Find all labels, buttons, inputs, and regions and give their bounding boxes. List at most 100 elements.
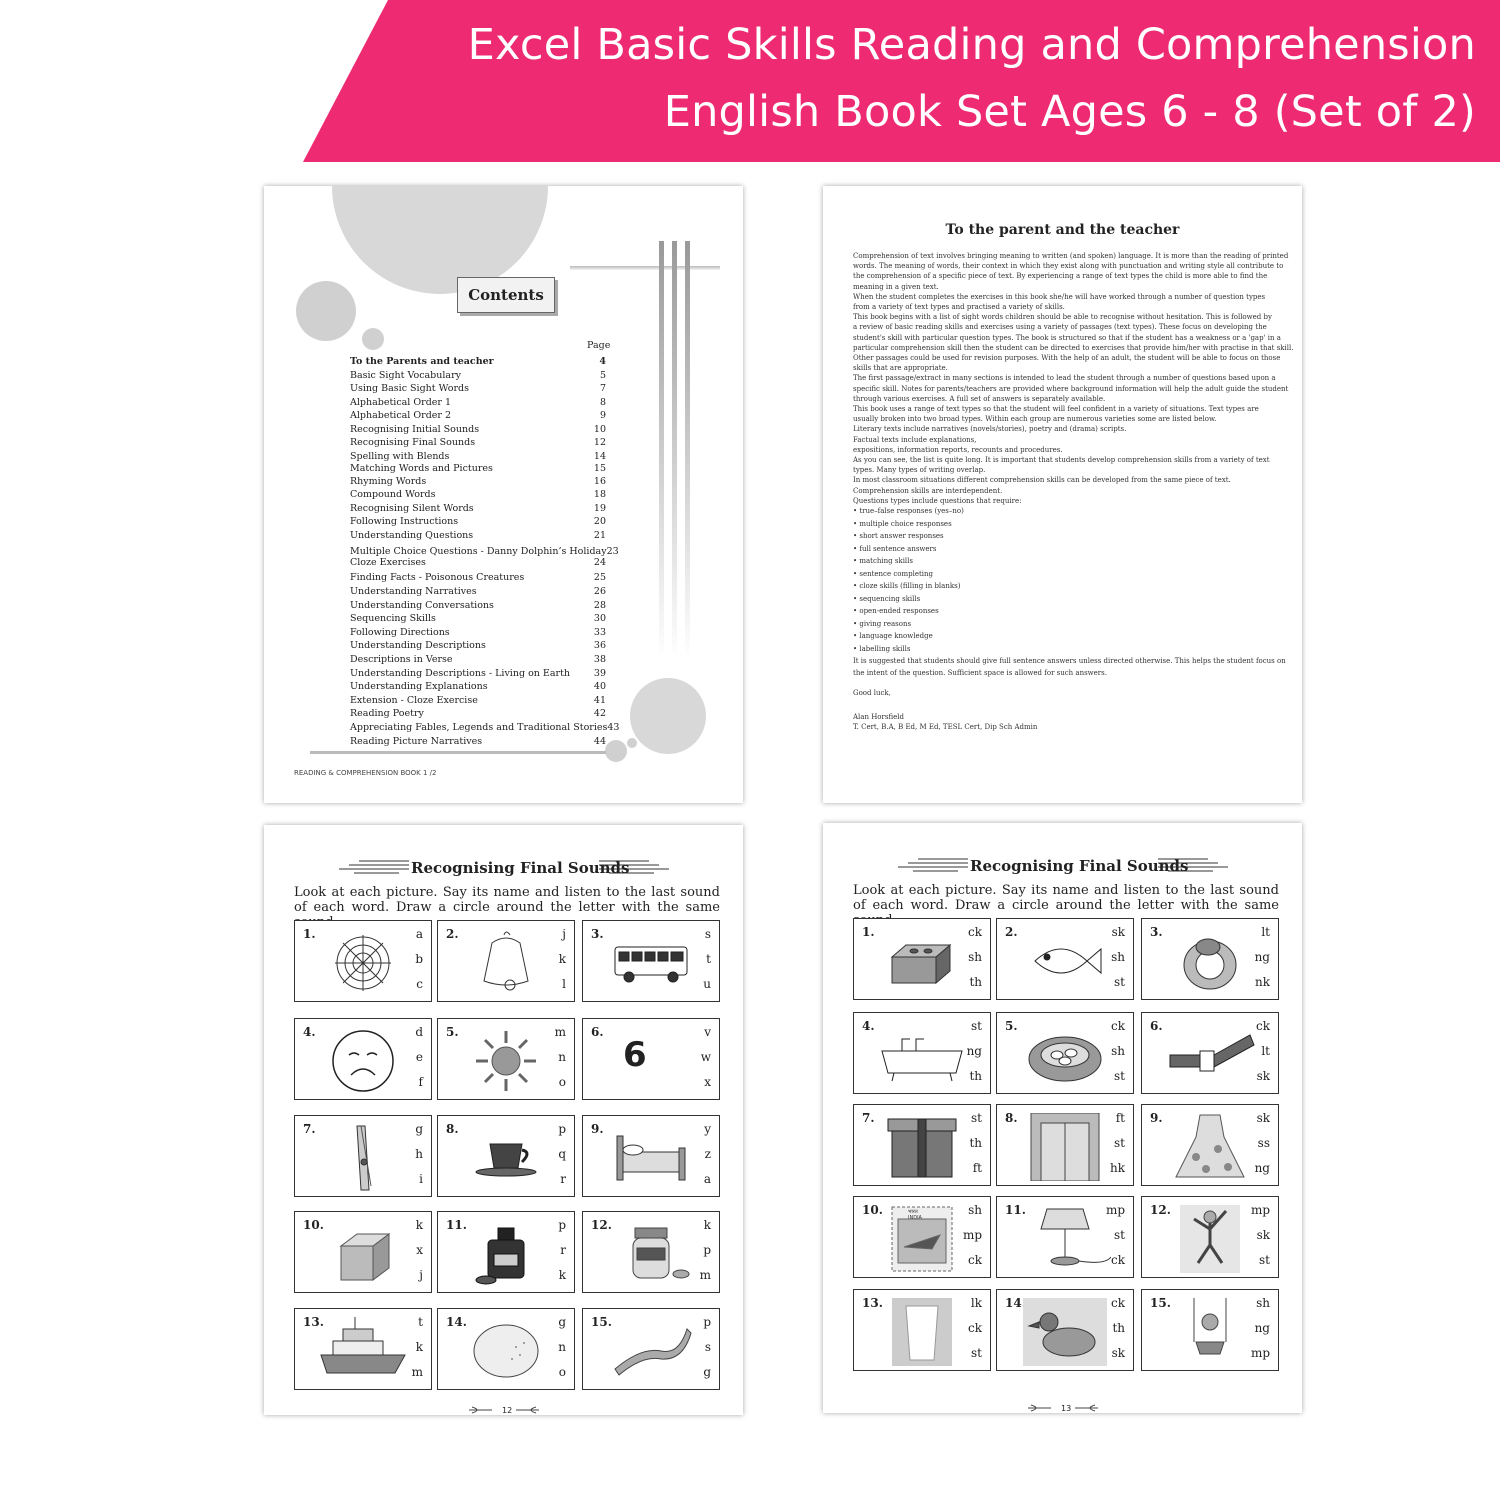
answer-option[interactable]: mp <box>1250 1203 1270 1217</box>
answer-option[interactable]: s <box>704 927 711 941</box>
answer-option[interactable]: r <box>560 1172 566 1186</box>
answer-option[interactable]: o <box>558 1365 566 1379</box>
answer-option[interactable]: ck <box>968 1321 982 1335</box>
answer-option[interactable]: n <box>558 1340 566 1354</box>
answer-option[interactable]: b <box>415 952 423 966</box>
answer-option[interactable]: t <box>706 952 711 966</box>
answer-option[interactable]: m <box>699 1268 711 1282</box>
contents-entry-title: Following Instructions <box>350 516 459 527</box>
worksheet-title: Recognising Final Sounds <box>411 859 630 877</box>
answer-option[interactable]: ck <box>1111 1296 1125 1310</box>
answer-option[interactable]: sh <box>1111 950 1125 964</box>
answer-option[interactable]: e <box>415 1050 423 1064</box>
answer-option[interactable]: st <box>971 1111 982 1125</box>
answer-option[interactable]: mp <box>1105 1203 1125 1217</box>
answer-option[interactable]: nk <box>1255 975 1270 989</box>
answer-option[interactable]: g <box>703 1365 711 1379</box>
answer-option[interactable]: ng <box>1254 1161 1270 1175</box>
answer-option[interactable]: th <box>1112 1321 1125 1335</box>
answer-option[interactable]: ss <box>1257 1136 1270 1150</box>
answer-option[interactable]: mp <box>962 1228 982 1242</box>
answer-option[interactable]: ck <box>968 925 982 939</box>
answer-option[interactable]: g <box>415 1122 423 1136</box>
answer-option[interactable]: lt <box>1261 1044 1270 1058</box>
answer-option[interactable]: th <box>969 1069 982 1083</box>
answer-option[interactable]: m <box>554 1025 566 1039</box>
answer-option[interactable]: sk <box>1256 1228 1270 1242</box>
answer-option[interactable]: k <box>415 1340 423 1354</box>
contents-entry-page: 39 <box>593 668 606 679</box>
answer-option[interactable]: sh <box>968 1203 982 1217</box>
contents-entry-title: Following Directions <box>350 627 450 638</box>
answer-option[interactable]: lk <box>970 1296 982 1310</box>
answer-option[interactable]: ck <box>968 1253 982 1267</box>
answer-option[interactable]: t <box>418 1315 423 1329</box>
answer-option[interactable]: f <box>418 1075 423 1089</box>
answer-option[interactable]: st <box>1114 1228 1125 1242</box>
answer-option[interactable]: m <box>411 1365 423 1379</box>
answer-option[interactable]: st <box>1114 1069 1125 1083</box>
answer-option[interactable]: g <box>558 1315 566 1329</box>
answer-option[interactable]: sh <box>1256 1296 1270 1310</box>
answer-option[interactable]: w <box>700 1050 711 1064</box>
intro-line: • labelling skills <box>853 644 911 653</box>
answer-option[interactable]: sk <box>1111 925 1125 939</box>
answer-option[interactable]: p <box>703 1243 711 1257</box>
answer-option[interactable]: d <box>415 1025 423 1039</box>
answer-option[interactable]: st <box>1114 1136 1125 1150</box>
answer-option[interactable]: st <box>1259 1253 1270 1267</box>
answer-option[interactable]: sk <box>1256 1111 1270 1125</box>
answer-option[interactable]: ng <box>1254 950 1270 964</box>
answer-option[interactable]: n <box>558 1050 566 1064</box>
answer-option[interactable]: sk <box>1111 1346 1125 1360</box>
answer-option[interactable]: j <box>562 927 566 941</box>
answer-option[interactable]: st <box>971 1346 982 1360</box>
contents-decoration <box>296 186 720 762</box>
answer-option[interactable]: h <box>415 1147 423 1161</box>
answer-option[interactable]: mp <box>1250 1346 1270 1360</box>
answer-option[interactable]: k <box>558 952 566 966</box>
answer-option[interactable]: o <box>558 1075 566 1089</box>
answer-option[interactable]: z <box>704 1147 711 1161</box>
intro-line: • multiple choice responses <box>853 519 952 528</box>
answer-option[interactable]: j <box>419 1268 423 1282</box>
answer-option[interactable]: s <box>704 1340 711 1354</box>
answer-option[interactable]: ft <box>972 1161 982 1175</box>
answer-option[interactable]: p <box>703 1315 711 1329</box>
answer-option[interactable]: sh <box>1111 1044 1125 1058</box>
answer-option[interactable]: c <box>416 977 423 991</box>
answer-option[interactable]: q <box>558 1147 566 1161</box>
answer-option[interactable]: ng <box>966 1044 982 1058</box>
answer-option[interactable]: u <box>703 977 711 991</box>
answer-option[interactable]: k <box>703 1218 711 1232</box>
answer-option[interactable]: lt <box>1261 925 1270 939</box>
answer-option[interactable]: hk <box>1110 1161 1125 1175</box>
answer-option[interactable]: ng <box>1254 1321 1270 1335</box>
answer-option[interactable]: i <box>419 1172 423 1186</box>
answer-option[interactable]: ft <box>1115 1111 1125 1125</box>
answer-option[interactable]: x <box>416 1243 423 1257</box>
answer-option[interactable]: a <box>415 927 423 941</box>
answer-option[interactable]: k <box>415 1218 423 1232</box>
answer-option[interactable]: r <box>560 1243 566 1257</box>
answer-option[interactable]: sk <box>1256 1069 1270 1083</box>
answer-option[interactable]: p <box>558 1122 566 1136</box>
answer-option[interactable]: a <box>703 1172 711 1186</box>
answer-option[interactable]: ck <box>1111 1253 1125 1267</box>
answer-option[interactable]: k <box>558 1268 566 1282</box>
answer-option[interactable]: v <box>704 1025 711 1039</box>
answer-option[interactable]: th <box>969 1136 982 1150</box>
answer-option[interactable]: p <box>558 1218 566 1232</box>
answer-option[interactable]: l <box>562 977 566 991</box>
answer-option[interactable]: sh <box>968 950 982 964</box>
answer-option[interactable]: st <box>971 1019 982 1033</box>
answer-option[interactable]: ck <box>1111 1019 1125 1033</box>
answer-option[interactable]: y <box>704 1122 711 1136</box>
answer-option[interactable]: x <box>704 1075 711 1089</box>
answer-option[interactable]: th <box>969 975 982 989</box>
answer-option[interactable]: st <box>1114 975 1125 989</box>
answer-option[interactable]: ck <box>1256 1019 1270 1033</box>
